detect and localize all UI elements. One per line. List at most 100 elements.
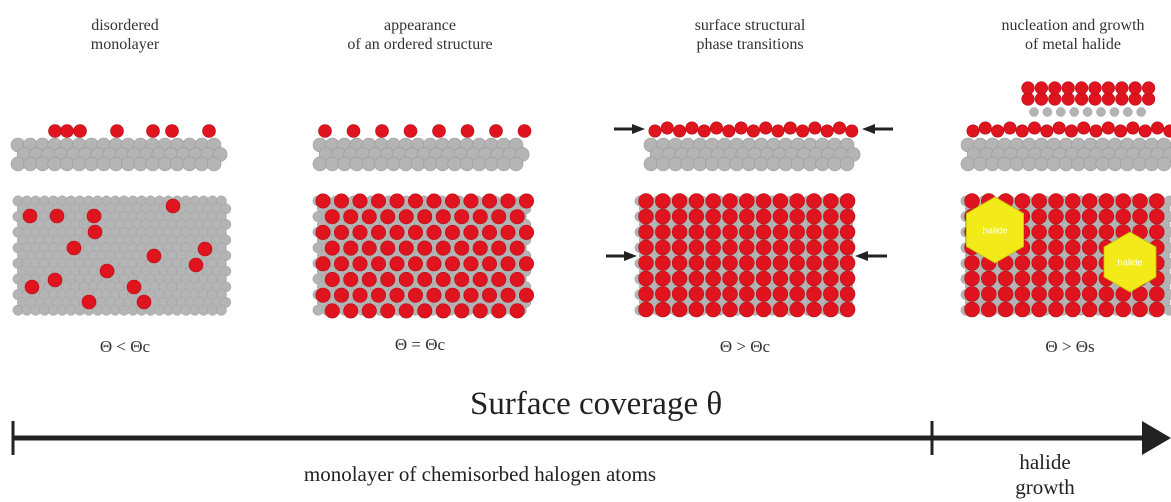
halogen-atom bbox=[772, 286, 789, 302]
halogen-atom bbox=[346, 124, 361, 138]
substrate-atom bbox=[1034, 156, 1049, 172]
halogen-atom bbox=[671, 208, 688, 225]
halogen-atom bbox=[638, 286, 654, 302]
halogen-atom bbox=[671, 193, 688, 209]
halogen-atom bbox=[333, 224, 349, 240]
stage-3-compressed-adlayer bbox=[638, 193, 856, 318]
halogen-atom bbox=[685, 121, 699, 135]
halogen-atom bbox=[839, 255, 856, 271]
halogen-atom bbox=[426, 224, 442, 240]
halogen-atom bbox=[1098, 286, 1115, 302]
halogen-atom bbox=[688, 239, 705, 256]
halogen-atom bbox=[806, 239, 822, 256]
halogen-atom bbox=[806, 193, 822, 209]
halogen-atom bbox=[435, 240, 451, 256]
halogen-atom bbox=[739, 193, 755, 209]
substrate-atom bbox=[1132, 156, 1147, 172]
stage-3-side-substrate bbox=[643, 137, 861, 172]
halogen-atom bbox=[352, 224, 368, 240]
halogen-atom bbox=[1163, 124, 1171, 138]
halogen-atom bbox=[126, 279, 142, 295]
metal-atom bbox=[1056, 107, 1066, 117]
halogen-atom bbox=[755, 208, 772, 225]
halogen-atom bbox=[796, 124, 810, 138]
halogen-atom bbox=[655, 224, 671, 240]
halogen-atom bbox=[333, 193, 349, 209]
halogen-atom bbox=[352, 256, 368, 272]
halogen-atom bbox=[380, 303, 396, 319]
halide-island-shape bbox=[1103, 231, 1157, 293]
substrate-atom bbox=[839, 156, 855, 172]
halogen-atom bbox=[444, 287, 460, 303]
substrate-atom bbox=[972, 156, 988, 172]
halogen-atom bbox=[1065, 239, 1081, 256]
substrate-atom bbox=[422, 156, 438, 172]
halogen-atom bbox=[709, 121, 723, 135]
halogen-atom bbox=[1065, 270, 1081, 287]
halogen-atom bbox=[188, 257, 204, 273]
halogen-atom bbox=[1126, 121, 1140, 135]
substrate-atom bbox=[960, 156, 976, 172]
halogen-atom bbox=[688, 224, 705, 240]
coverage-axis bbox=[11, 421, 1171, 455]
halogen-atom bbox=[772, 270, 789, 287]
halogen-atom bbox=[1132, 301, 1148, 318]
substrate-atom bbox=[1083, 156, 1098, 172]
metal-atom bbox=[1082, 107, 1093, 117]
metal-atom bbox=[1136, 107, 1146, 117]
halogen-atom bbox=[759, 121, 773, 135]
substrate-atom bbox=[47, 156, 63, 172]
halogen-atom bbox=[839, 224, 856, 240]
halogen-atom bbox=[1115, 301, 1131, 318]
halogen-atom bbox=[407, 224, 423, 240]
substrate-atom bbox=[766, 156, 781, 172]
halogen-atom bbox=[370, 224, 386, 240]
halogen-atom bbox=[426, 256, 442, 272]
halogen-atom bbox=[315, 256, 331, 272]
substrate-atom bbox=[790, 156, 806, 172]
halogen-atom bbox=[407, 193, 423, 209]
halogen-atom bbox=[444, 224, 460, 240]
halogen-atom bbox=[755, 286, 772, 302]
halogen-atom bbox=[1081, 255, 1098, 271]
halogen-atom bbox=[655, 239, 671, 256]
halogen-atom bbox=[697, 124, 711, 138]
arrow-side-left bbox=[614, 124, 645, 134]
halogen-atom bbox=[978, 121, 992, 135]
halogen-atom bbox=[789, 193, 805, 209]
halogen-atom bbox=[472, 303, 488, 319]
halogen-atom bbox=[1081, 239, 1098, 256]
halogen-atom bbox=[722, 224, 738, 240]
halogen-atom bbox=[722, 124, 736, 138]
halogen-atom bbox=[705, 239, 721, 256]
halogen-atom bbox=[671, 286, 688, 302]
substrate-atom bbox=[35, 156, 50, 172]
substrate-atom bbox=[386, 156, 401, 172]
halogen-atom bbox=[789, 286, 805, 302]
halogen-atom bbox=[518, 193, 534, 209]
halogen-atom bbox=[722, 255, 738, 271]
halogen-atom bbox=[146, 124, 160, 138]
halogen-atom bbox=[1031, 270, 1047, 287]
metal-atom bbox=[1123, 107, 1133, 117]
halogen-atom bbox=[398, 271, 414, 287]
halogen-atom bbox=[1081, 270, 1098, 287]
halogen-atom bbox=[789, 270, 805, 287]
halogen-atom bbox=[789, 255, 805, 271]
stage-4-surface-row bbox=[966, 121, 1171, 138]
halogen-atom bbox=[1031, 286, 1047, 302]
halogen-atom bbox=[722, 193, 738, 209]
halogen-atom bbox=[705, 286, 721, 302]
halogen-atom bbox=[352, 287, 368, 303]
halogen-atom bbox=[87, 224, 103, 240]
compression-arrows bbox=[606, 124, 893, 261]
substrate-atom bbox=[84, 156, 99, 172]
substrate-atom bbox=[680, 156, 696, 172]
halogen-atom bbox=[389, 193, 405, 209]
halogen-atom bbox=[472, 240, 488, 256]
halogen-atom bbox=[705, 270, 721, 287]
halogen-atom bbox=[454, 271, 470, 287]
halogen-atom bbox=[417, 303, 433, 319]
halogen-atom bbox=[1048, 208, 1064, 225]
